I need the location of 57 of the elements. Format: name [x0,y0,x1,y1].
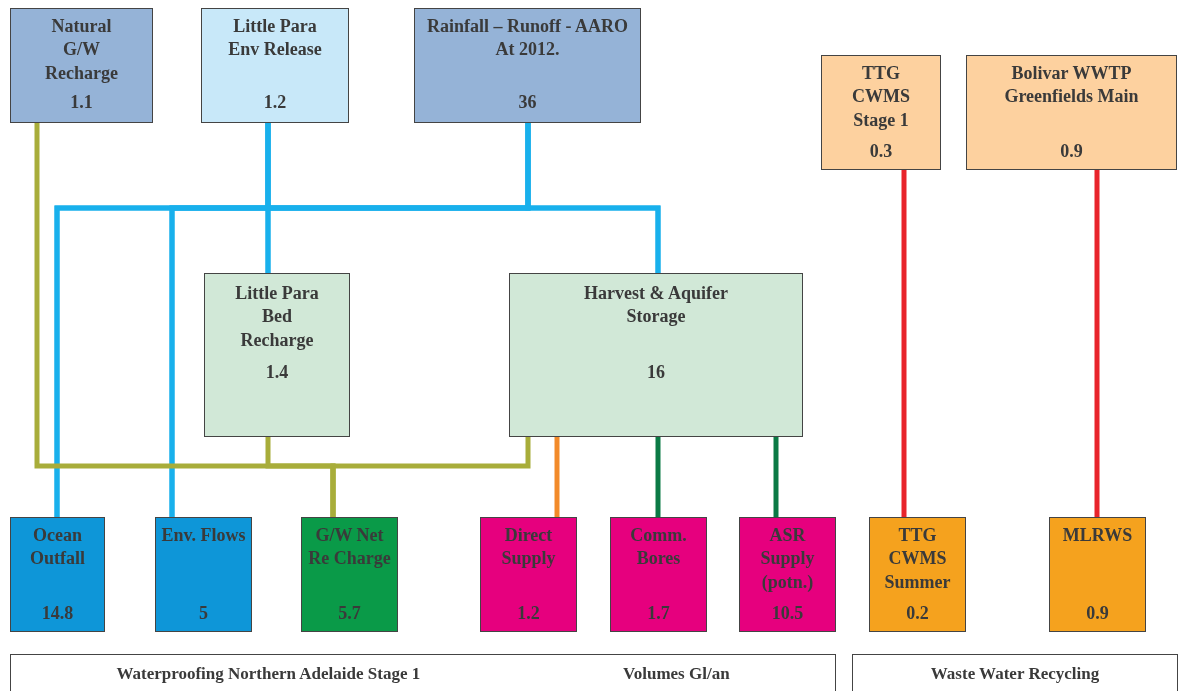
volume-value: 1.4 [265,360,289,384]
volume-value: 0.3 [869,139,893,163]
volume-value: 0.2 [906,601,929,625]
flow-box [480,517,577,632]
box-title: TTG CWMS Summer [883,524,952,594]
footer-label: Volumes Gl/an [623,663,730,686]
volume-value: 1.2 [263,90,287,114]
box-title: ASR Supply (potn.) [759,524,816,594]
flow-box [610,517,707,632]
volume-value: 10.5 [771,601,804,625]
volume-value: 16 [647,360,665,384]
volume-value: 1.7 [647,601,670,625]
connector-line [773,437,779,517]
flow-box [301,517,398,632]
box-title: Natural G/W Recharge [44,15,119,85]
flow-box [414,8,641,123]
box-title: MLRWS [1062,524,1133,547]
box-title: Direct Supply [500,524,557,571]
volume-value: 5.7 [338,601,361,625]
flow-box [155,517,252,632]
volume-value: 5 [199,601,208,625]
flow-box [204,273,350,437]
volume-value: 0.9 [1086,601,1109,625]
box-title: Harvest & Aquifer Storage [583,282,729,329]
footer-band [10,654,836,691]
flow-box [201,8,349,123]
box-title: Bolivar WWTP Greenfields Main [1003,62,1140,109]
connector-line [901,170,907,517]
box-title: TTG CWMS Stage 1 [852,62,910,132]
volume-value: 1.2 [517,601,540,625]
connector-line [655,437,661,517]
box-title: Env. Flows [161,524,246,547]
box-title: Little Para Env Release [227,15,323,62]
flow-box [966,55,1177,170]
flow-box [10,517,105,632]
box-title: Ocean Outfall [29,524,86,571]
volume-value: 36 [518,90,537,114]
footer-band [852,654,1178,691]
volume-value: 0.9 [1060,139,1083,163]
box-title: Little Para Bed Recharge [234,282,320,352]
connector-line [265,123,661,273]
flow-box [509,273,803,437]
footer-label: Waterproofing Northern Adelaide Stage 1 [116,663,421,686]
connector-line [1094,170,1100,517]
connector-line [554,437,560,517]
flow-box [1049,517,1146,632]
connector-line [330,437,531,517]
box-title: G/W Net Re Charge [307,524,392,571]
flow-box [821,55,941,170]
flow-box [10,8,153,123]
flow-box [739,517,836,632]
box-title: Rainfall – Runoff - AARO At 2012. [426,15,629,62]
volume-value: 1.1 [70,90,93,114]
footer-label: Waste Water Recycling [930,663,1100,686]
flow-box [869,517,966,632]
volume-value: 14.8 [41,601,74,625]
box-title: Comm. Bores [629,524,688,571]
